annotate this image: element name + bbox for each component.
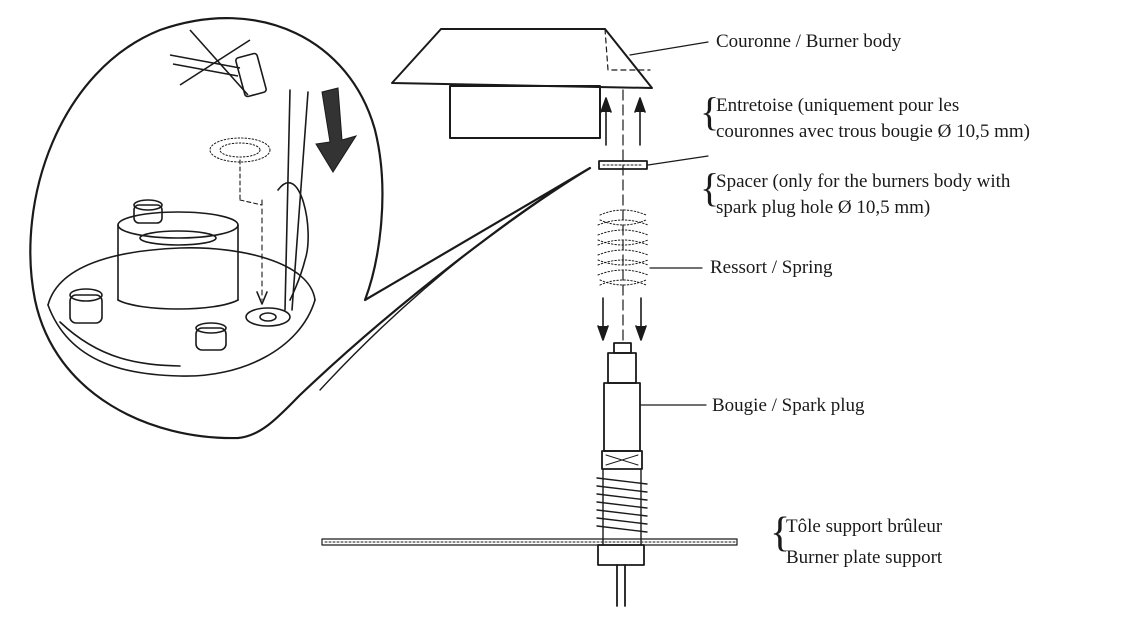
- brace-spacer: {: [700, 165, 720, 210]
- leader-burner-body: [629, 41, 709, 56]
- burner-plate: [321, 538, 738, 546]
- label-entretoise-line1: Entretoise (uniquement pour les: [716, 95, 960, 116]
- spacer: [598, 160, 648, 170]
- label-spring: Ressort / Spring: [710, 257, 833, 278]
- threaded-shaft: [596, 469, 648, 546]
- push-down-arrow-icon: [315, 87, 358, 173]
- up-arrows: [600, 97, 646, 146]
- brace-plate: {: [770, 510, 791, 556]
- down-arrows: [597, 297, 647, 341]
- label-spark-plug: Bougie / Spark plug: [712, 395, 865, 416]
- burner-body: [391, 28, 653, 139]
- label-plate-line1: Tôle support brûleur: [786, 516, 943, 537]
- spark-plug: [601, 342, 643, 470]
- label-plate-line2: Burner plate support: [786, 547, 943, 568]
- label-spacer-line2: spark plug hole Ø 10,5 mm): [716, 197, 931, 218]
- spring-detail: [209, 137, 271, 163]
- no-hammer-icon: [169, 29, 267, 98]
- label-entretoise-line2: couronnes avec trous bougie Ø 10,5 mm): [716, 121, 1030, 142]
- label-burner-body: Couronne / Burner body: [716, 31, 902, 52]
- spring: [597, 209, 649, 286]
- detail-callout: [29, 17, 592, 440]
- burner-base-detail: [47, 199, 316, 377]
- nut: [597, 544, 645, 607]
- tool-detail: [239, 89, 309, 311]
- label-spacer-line1: Spacer (only for the burners body with: [716, 171, 1011, 192]
- brace-entretoise: {: [700, 89, 720, 134]
- leader-spacer: [647, 155, 709, 166]
